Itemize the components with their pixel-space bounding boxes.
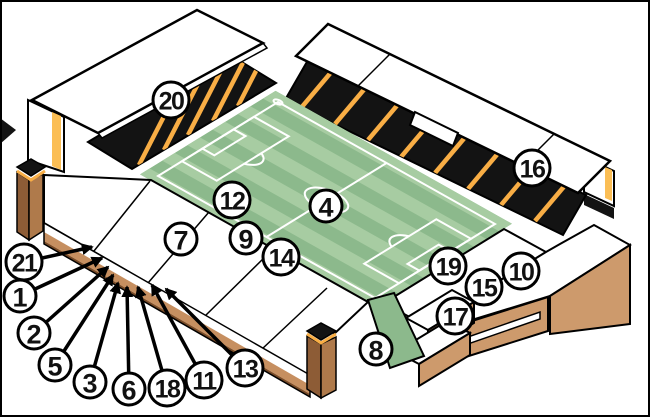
se-building-wall: [549, 243, 631, 336]
callout-circle: [184, 360, 224, 400]
callout-1: 1: [2, 278, 38, 314]
callout-number: 16: [520, 156, 545, 184]
callout-15: 15: [464, 267, 504, 307]
callout-12: 12: [212, 180, 252, 220]
corner-arc: [272, 98, 284, 105]
main-stand-facade-outline: [43, 221, 311, 399]
corner-post-cap: [15, 158, 47, 177]
callout-number: 11: [192, 368, 217, 396]
callout-number: 12: [220, 188, 245, 216]
callout-circle: [308, 188, 344, 224]
callout-19: 19: [428, 246, 468, 286]
ne-roof-joint: [357, 53, 391, 87]
callout-number: 6: [121, 376, 136, 406]
callout-4: 4: [308, 188, 344, 224]
callout-number: 14: [269, 245, 295, 273]
callout-circle: [147, 368, 187, 408]
callout-14: 14: [261, 237, 301, 277]
callout-circle: [212, 180, 252, 220]
ne-roof-gantry: [408, 110, 460, 148]
callout-circle: [464, 267, 504, 307]
callout-circle: [435, 296, 475, 336]
callout-circle: [72, 364, 108, 400]
corner-post-cap: [305, 322, 338, 341]
nw-roof: [29, 8, 266, 135]
callout-circle: [358, 331, 394, 367]
callout-circle: [163, 221, 199, 257]
callout-17: 17: [435, 296, 475, 336]
callout-number: 21: [12, 250, 38, 278]
callout-number: 8: [368, 336, 383, 366]
callout-circle: [512, 148, 552, 188]
callout-circle: [16, 315, 52, 351]
callout-number: 17: [443, 304, 468, 332]
callout-9: 9: [228, 220, 264, 256]
callout-3: 3: [72, 364, 108, 400]
callout-circle: [37, 347, 73, 383]
callout-number: 10: [509, 259, 534, 287]
callout-number: 15: [472, 275, 498, 303]
left-edge-structure: [0, 118, 16, 144]
callout-8: 8: [358, 331, 394, 367]
callout-number: 13: [233, 356, 258, 384]
callout-2: 2: [16, 315, 52, 351]
main-stand-facade: [44, 223, 310, 385]
callout-circle: [151, 80, 191, 120]
north-east-stand: [283, 22, 615, 237]
callout-6: 6: [111, 371, 147, 407]
callout-5: 5: [37, 347, 73, 383]
callout-18: 18: [147, 368, 187, 408]
callout-number: 18: [155, 376, 181, 404]
callout-circle: [261, 237, 301, 277]
callout-10: 10: [501, 251, 541, 291]
callout-number: 4: [318, 193, 333, 223]
nw-pillar-stripe: [52, 112, 61, 170]
corner-post-south: [305, 322, 338, 400]
callout-number: 19: [436, 254, 461, 282]
callout-13: 13: [225, 348, 265, 388]
callout-circle: [228, 220, 264, 256]
callout-11: 11: [184, 360, 224, 400]
callout-circle: [225, 348, 265, 388]
callout-number: 9: [238, 225, 253, 255]
callout-number: 5: [47, 352, 62, 382]
callout-20: 20: [151, 80, 191, 120]
callout-number: 2: [26, 320, 41, 350]
callout-7: 7: [163, 221, 199, 257]
callout-circle: [2, 278, 38, 314]
callout-circle: [428, 246, 468, 286]
se-annex-wall: [418, 331, 471, 388]
callout-arrow-5: [53, 273, 115, 366]
ne-pillar-stripe: [605, 167, 612, 201]
callout-21: 21: [4, 242, 44, 282]
ne-under-structure: [584, 194, 614, 219]
corner-post-west: [15, 158, 47, 242]
callout-circle: [501, 251, 541, 291]
callout-16: 16: [512, 148, 552, 188]
callout-circle: [111, 371, 147, 407]
goal-area: [202, 129, 245, 155]
callout-number: 1: [12, 283, 27, 313]
callout-number: 3: [82, 369, 97, 399]
callout-number: 7: [173, 226, 188, 256]
callout-number: 20: [159, 88, 184, 116]
